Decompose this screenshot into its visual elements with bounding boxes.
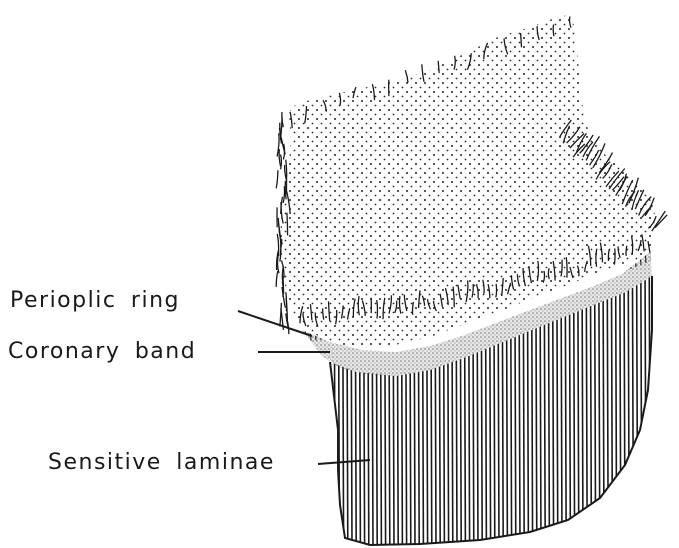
lamina-stripe <box>624 260 625 548</box>
lamina-stripe <box>599 260 600 548</box>
hair-stroke <box>287 319 289 335</box>
hair-stroke <box>283 186 284 203</box>
lamina-stripe <box>611 260 612 548</box>
hair-stroke <box>278 255 279 273</box>
lamina-stripe <box>540 260 541 548</box>
lamina-stripe <box>532 260 533 548</box>
hairline-region <box>270 0 670 360</box>
lamina-stripe <box>637 260 638 548</box>
lamina-stripe <box>649 260 650 548</box>
lamina-stripe <box>527 260 528 548</box>
hair-stroke <box>566 257 567 278</box>
hair-stroke <box>553 25 554 37</box>
lamina-stripe <box>616 260 617 548</box>
lamina-stripe <box>628 260 629 548</box>
hair-stroke <box>521 33 522 47</box>
lamina-stripe <box>632 260 633 548</box>
hair-stroke <box>614 248 615 264</box>
hair-stroke <box>276 170 278 188</box>
lamina-stripe <box>607 260 608 548</box>
hair-stroke <box>276 271 278 287</box>
lamina-stripe <box>603 260 604 548</box>
hair-stroke <box>626 246 627 256</box>
hair-stroke <box>279 149 280 166</box>
coronary-band-label: Coronary band <box>8 341 196 363</box>
hair-stroke <box>283 144 284 160</box>
hair-stroke <box>281 154 282 169</box>
lamina-stripe <box>641 260 642 548</box>
hair-stroke <box>377 300 378 318</box>
lamina-stripe <box>620 260 621 548</box>
lamina-stripe <box>523 260 524 548</box>
periople-label: Perioplic ring <box>10 290 180 312</box>
sensitive-laminae-label: Sensitive laminae <box>48 452 275 474</box>
hair-stroke <box>287 213 288 236</box>
lamina-stripe <box>536 260 537 548</box>
hair-stroke <box>286 160 287 176</box>
lamina-stripe <box>544 260 545 548</box>
